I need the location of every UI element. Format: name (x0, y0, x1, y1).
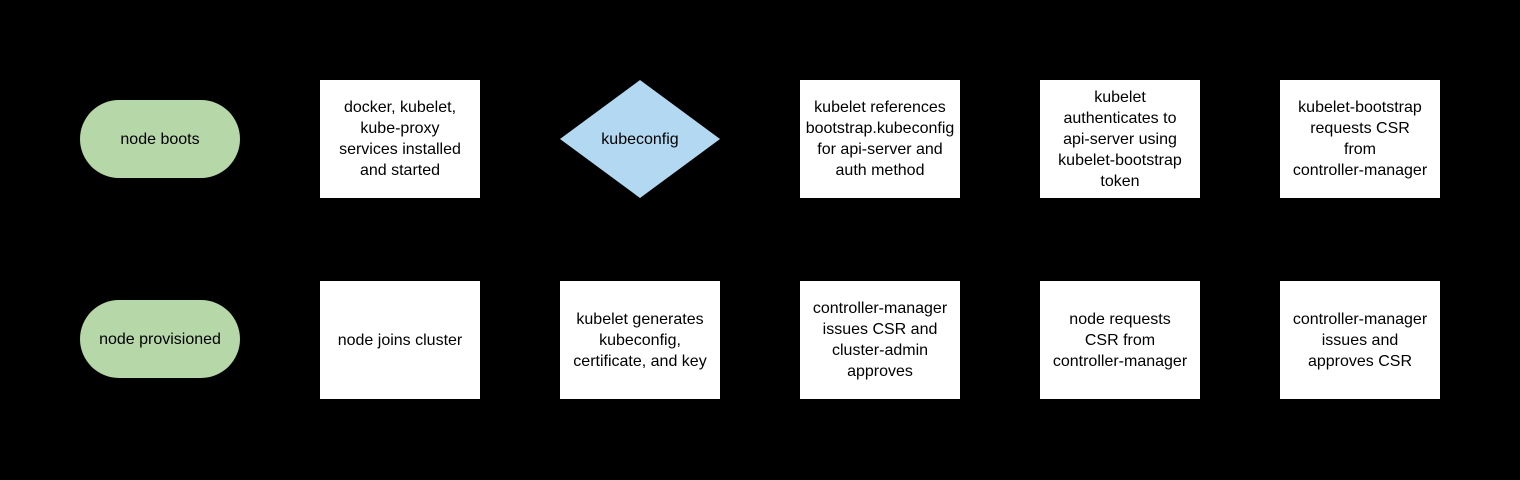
node-label: node boots (120, 130, 200, 148)
terminator-node-provisioned: node provisioned (80, 300, 240, 378)
node-label: node provisioned (99, 330, 221, 348)
process-cm-issues-csr-admin-approves: controller-manager issues CSR and cluste… (800, 281, 960, 399)
terminator-node-boots: node boots (80, 100, 240, 178)
process-kubelet-generates: kubelet generates kubeconfig, certificat… (560, 281, 720, 399)
node-label: node requests CSR from controller-manage… (1052, 310, 1188, 370)
decision-kubeconfig: kubeconfig (560, 80, 720, 198)
node-label: controller-manager issues CSR and cluste… (812, 300, 948, 380)
node-label: node joins cluster (337, 331, 463, 349)
process-kubelet-bootstrap-requests-csr: kubelet-bootstrap requests CSR from cont… (1280, 80, 1440, 198)
node-label: kubeconfig (601, 130, 679, 148)
node-label: kubelet generates kubeconfig, certificat… (573, 310, 707, 370)
process-kubelet-authenticates: kubelet authenticates to api-server usin… (1040, 80, 1200, 198)
node-label: controller-manager issues and approves C… (1292, 310, 1428, 370)
node-label: kubelet references bootstrap.kubeconfig … (805, 99, 955, 179)
node-label: docker, kubelet, kube-proxy services ins… (339, 99, 461, 179)
process-cm-issues-and-approves: controller-manager issues and approves C… (1280, 281, 1440, 399)
node-label: kubelet authenticates to api-server usin… (1058, 88, 1182, 190)
process-kubelet-references-bootstrap: kubelet references bootstrap.kubeconfig … (800, 80, 960, 198)
process-node-requests-csr: node requests CSR from controller-manage… (1040, 281, 1200, 399)
node-label: kubelet-bootstrap requests CSR from cont… (1292, 99, 1428, 179)
process-services-installed: docker, kubelet, kube-proxy services ins… (320, 80, 480, 198)
process-node-joins-cluster: node joins cluster (320, 281, 480, 399)
